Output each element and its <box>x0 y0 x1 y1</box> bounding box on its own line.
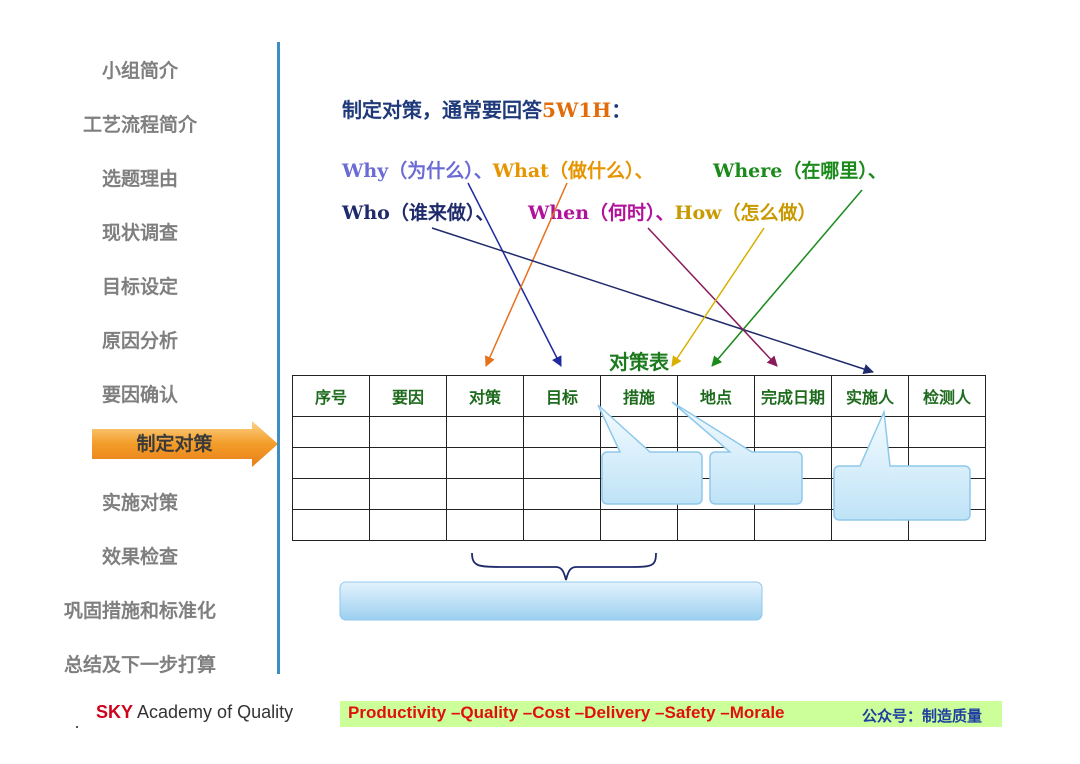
nav-item-countermeasures[interactable]: 制定对策 <box>136 433 213 455</box>
table-header-cell: 序号 <box>292 375 370 417</box>
table-cell[interactable] <box>523 478 601 510</box>
table-header-cell: 对策 <box>446 375 524 417</box>
question-line-1b: Where（在哪里）、 <box>713 156 887 183</box>
arrow-what <box>485 182 568 367</box>
table-header-cell: 检测人 <box>908 375 986 417</box>
arrow-where <box>711 189 863 367</box>
table-row <box>292 509 986 541</box>
table-cell[interactable] <box>292 509 370 541</box>
page-heading: 制定对策，通常要回答5W1H： <box>342 94 631 123</box>
nav-item-implement[interactable]: 实施对策 <box>101 492 178 514</box>
table-cell[interactable] <box>369 416 447 448</box>
table-header-cell: 完成日期 <box>754 375 832 417</box>
question-what: What（做什么）、 <box>492 160 654 182</box>
sidebar-nav: 小组简介 工艺流程简介 选题理由 现状调查 目标设定 原因分析 要因确认 制定对… <box>0 0 280 690</box>
nav-item-key-cause[interactable]: 要因确认 <box>101 384 178 406</box>
table-body <box>292 416 986 541</box>
table-cell[interactable] <box>600 509 678 541</box>
summary-bar <box>339 581 763 621</box>
question-when: When（何时）、 <box>528 202 675 224</box>
table-cell[interactable] <box>446 509 524 541</box>
sidebar-divider <box>277 42 280 674</box>
footer-bar <box>340 701 1002 727</box>
footer-slogan: Productivity –Quality –Cost –Delivery –S… <box>348 703 785 722</box>
question-where: Where（在哪里）、 <box>713 160 887 182</box>
nav-item-process-intro[interactable]: 工艺流程简介 <box>82 114 197 136</box>
table-header-cell: 实施人 <box>831 375 909 417</box>
nav-item-topic-reason[interactable]: 选题理由 <box>101 168 178 190</box>
table-cell[interactable] <box>754 509 832 541</box>
footer-brand: SKY Academy of Quality <box>96 702 293 723</box>
decorative-dot <box>76 726 78 728</box>
callout-measures <box>597 404 703 505</box>
nav-item-team-intro[interactable]: 小组简介 <box>101 60 178 82</box>
nav-item-standardize[interactable]: 巩固措施和标准化 <box>63 600 216 622</box>
active-arrow-icon <box>92 421 278 467</box>
table-cell[interactable] <box>292 447 370 479</box>
question-who: Who（谁来做）、 <box>342 202 495 224</box>
arrow-who <box>431 227 874 375</box>
brace-icon <box>471 552 657 581</box>
nav-item-target-setting[interactable]: 目标设定 <box>101 276 178 298</box>
arrow-when <box>647 227 778 367</box>
nav-item-effect-check[interactable]: 效果检查 <box>101 546 178 568</box>
table-cell[interactable] <box>369 509 447 541</box>
nav-item-status-survey[interactable]: 现状调查 <box>101 222 178 244</box>
nav-item-summary[interactable]: 总结及下一步打算 <box>63 654 216 676</box>
table-cell[interactable] <box>523 416 601 448</box>
arrow-how <box>671 227 765 367</box>
table-title: 对策表 <box>609 350 669 374</box>
heading-accent: 5W1H <box>542 98 612 122</box>
arrow-why <box>467 182 562 367</box>
heading-text: 制定对策，通常要回答 <box>342 98 542 122</box>
footer-wechat: 公众号：制造质量 <box>862 707 983 725</box>
table-cell[interactable] <box>908 416 986 448</box>
question-line-2b: When（何时）、How（怎么做） <box>528 198 817 225</box>
callout-implementer <box>833 409 971 521</box>
table-header-row: 序号 要因 对策 目标 措施 地点 完成日期 实施人 检测人 <box>292 375 986 417</box>
nav-item-cause-analysis[interactable]: 原因分析 <box>101 330 178 352</box>
question-line-2: Who（谁来做）、 <box>342 198 494 225</box>
countermeasure-table: 序号 要因 对策 目标 措施 地点 完成日期 实施人 检测人 <box>292 375 986 541</box>
table-cell[interactable] <box>677 509 755 541</box>
question-line-1: Why（为什么）、What（做什么）、 <box>342 156 653 183</box>
callout-location <box>671 401 803 505</box>
question-how: How（怎么做） <box>674 202 817 224</box>
table-header-cell: 措施 <box>600 375 678 417</box>
table-header-cell: 地点 <box>677 375 755 417</box>
brand-rest: Academy of Quality <box>133 702 294 722</box>
heading-suffix: ： <box>611 98 632 122</box>
brand-sky: SKY <box>96 702 134 722</box>
question-why: Why（为什么）、 <box>342 160 493 182</box>
